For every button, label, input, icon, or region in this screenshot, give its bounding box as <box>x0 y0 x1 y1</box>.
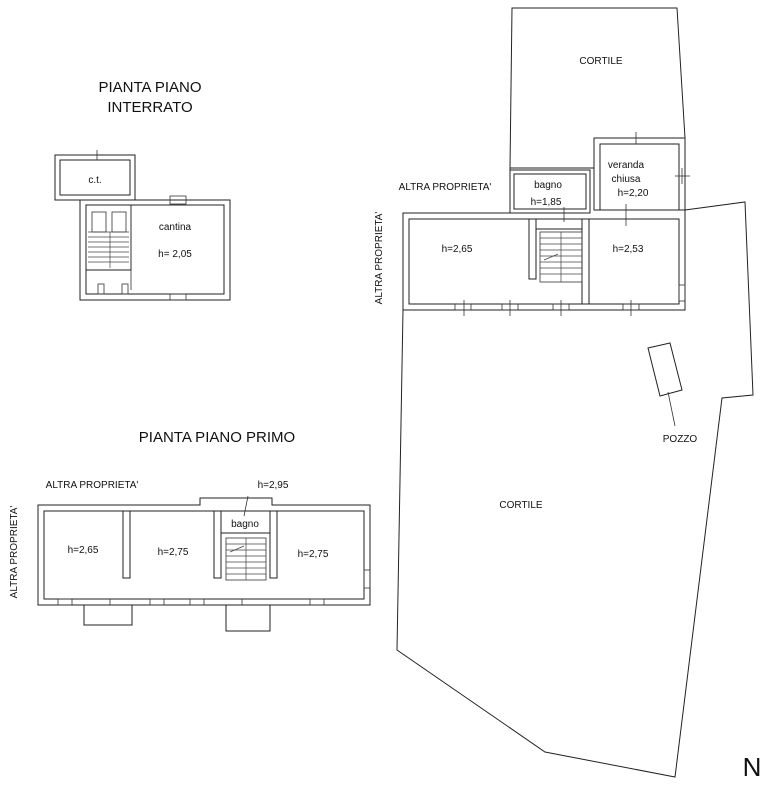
ground-floor-stairs <box>539 231 583 283</box>
basement-walls <box>54 150 231 301</box>
cellar-label: cantina <box>159 222 192 233</box>
basement-plan: PIANTA PIANO INTERRATO <box>54 79 231 301</box>
cellar-height: h= 2,05 <box>158 249 192 260</box>
first-floor-walls <box>37 497 371 632</box>
basement-title-line2: INTERRATO <box>107 99 192 116</box>
first-floor-title: PIANTA PIANO PRIMO <box>139 429 295 446</box>
first-floor-room1-height: h=2,65 <box>68 545 99 556</box>
ground-other-property-side: ALTRA PROPRIETA' <box>374 212 385 305</box>
courtyard-north-label: CORTILE <box>579 56 622 67</box>
bathroom-height-leader <box>243 495 249 517</box>
ground-other-property-top: ALTRA PROPRIETA' <box>399 182 492 193</box>
first-floor-other-property-top: ALTRA PROPRIETA' <box>46 480 139 491</box>
well <box>647 342 683 427</box>
basement-stairs <box>88 211 129 268</box>
first-floor-plan: PIANTA PIANO PRIMO ALTRA PROPRIETA' ALTR… <box>9 429 371 632</box>
basement-title-line1: PIANTA PIANO <box>98 79 201 96</box>
first-floor-bathroom-height: h=2,95 <box>258 480 289 491</box>
ct-room-label: c.t. <box>88 175 101 186</box>
courtyard-south-boundary <box>396 201 754 778</box>
first-floor-room3-height: h=2,75 <box>298 549 329 560</box>
ground-room-west-height: h=2,65 <box>442 244 473 255</box>
ground-floor-walls <box>402 132 690 316</box>
well-label: POZZO <box>663 434 698 445</box>
ground-room-east-height: h=2,53 <box>613 244 644 255</box>
first-floor-stairs <box>225 537 267 581</box>
ground-bathroom-height: h=1,85 <box>531 197 562 208</box>
north-marker: N <box>743 752 762 782</box>
ground-floor-plan: CORTILE CORTILE veranda chiusa h=2,20 ba… <box>374 7 754 778</box>
first-floor-room2-height: h=2,75 <box>158 547 189 558</box>
veranda-label-line1: veranda <box>608 160 645 171</box>
veranda-label-line2: chiusa <box>612 174 641 185</box>
courtyard-south-label: CORTILE <box>499 500 542 511</box>
first-floor-bathroom-label: bagno <box>231 519 259 530</box>
ground-bathroom-label: bagno <box>534 180 562 191</box>
first-floor-other-property-side: ALTRA PROPRIETA' <box>9 506 20 599</box>
veranda-height: h=2,20 <box>618 188 649 199</box>
